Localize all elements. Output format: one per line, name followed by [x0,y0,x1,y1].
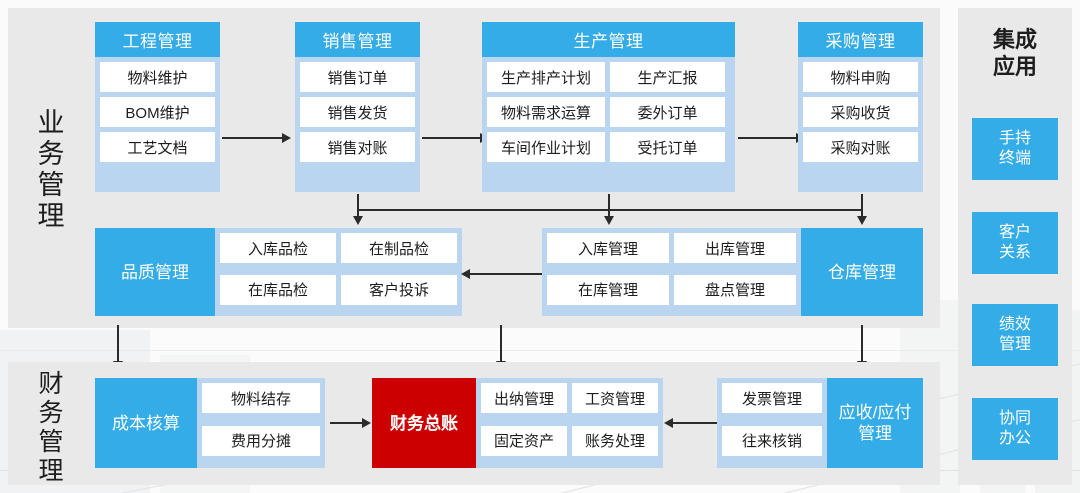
module-cost-title: 成本核算 [95,378,197,468]
module-sales-title: 销售管理 [295,22,420,57]
tile-sales-0[interactable]: 销售订单 [300,62,415,92]
drop-warehouse-to-receivable [861,325,863,363]
arrow-engineering-to-sales-head [282,133,291,143]
tile-production-4[interactable]: 车间作业计划 [487,132,605,162]
tile-purchasing-2[interactable]: 采购对账 [803,132,918,162]
module-ledger-title: 财务总账 [372,378,476,468]
finance-label-char-0: 财 [38,370,64,398]
tile-receivable-1[interactable]: 往来核销 [722,425,822,456]
finance-label-char-1: 务 [38,399,64,427]
arrow-cost-to-ledger-head [362,418,371,428]
bus-drop-production-head [604,216,614,225]
business-label-char-0: 业 [37,108,65,138]
module-receivable-title-line2: 管理 [858,424,892,443]
app-button-crm[interactable]: 客户 关系 [972,212,1058,274]
module-quality-title: 品质管理 [95,228,215,316]
tile-treasury-2[interactable]: 固定资产 [481,425,567,456]
arrow-receivable-to-ledger-head [664,418,673,428]
arrow-receivable-to-ledger-line [673,422,717,424]
app-button-collaboration[interactable]: 协同 办公 [972,398,1058,460]
tile-warehouse-3[interactable]: 盘点管理 [674,274,796,305]
tile-warehouse-1[interactable]: 出库管理 [674,233,796,263]
tile-production-1[interactable]: 生产汇报 [610,62,725,92]
app-button-handheld-terminal-line1: 手持 [998,130,1031,147]
bus-row1-to-row2 [357,209,862,211]
app-button-performance-line2: 管理 [998,336,1031,353]
drop-quality-to-cost [117,325,119,363]
app-button-collaboration-line1: 协同 [998,410,1031,427]
tile-treasury-1[interactable]: 工资管理 [572,383,658,413]
tile-engineering-2[interactable]: 工艺文档 [100,132,215,162]
module-purchasing[interactable]: 采购管理 物料申购 采购收货 采购对账 [798,22,923,192]
arrow-engineering-to-sales-line [222,137,282,139]
arrow-warehouse-to-quality-head [461,269,470,279]
tile-purchasing-1[interactable]: 采购收货 [803,97,918,127]
app-button-performance-line1: 绩效 [998,316,1031,333]
module-sales[interactable]: 销售管理 销售订单 销售发货 销售对账 [295,22,420,192]
tile-treasury-3[interactable]: 账务处理 [572,425,658,456]
module-receivable-title: 应收/应付 管理 [827,378,923,468]
arrow-sales-to-production-line [422,137,480,139]
arrow-warehouse-to-quality-line [470,273,542,275]
app-button-crm-line2: 关系 [998,244,1031,261]
business-label-char-1: 务 [37,139,65,169]
integrated-apps-title: 集成 应用 [974,26,1056,80]
app-button-handheld-terminal[interactable]: 手持 终端 [972,118,1058,180]
module-warehouse-title: 仓库管理 [801,228,923,316]
tile-cost-1[interactable]: 费用分摊 [202,425,320,456]
tile-cost-0[interactable]: 物料结存 [202,383,320,413]
app-button-collaboration-line2: 办公 [998,430,1031,447]
bus-drop-production [608,194,610,218]
tile-quality-0[interactable]: 入库品检 [220,233,336,263]
finance-label-char-3: 理 [38,457,64,485]
business-label-char-2: 管 [37,170,65,200]
module-receivable-title-line1: 应收/应付 [838,403,912,422]
tile-quality-2[interactable]: 在库品检 [220,274,336,305]
tile-sales-2[interactable]: 销售对账 [300,132,415,162]
tile-warehouse-2[interactable]: 在库管理 [547,274,669,305]
tile-sales-1[interactable]: 销售发货 [300,97,415,127]
bus-drop-purchasing [861,194,863,218]
app-button-crm-line1: 客户 [998,224,1031,241]
module-receivable[interactable]: 发票管理 往来核销 应收/应付 管理 [717,378,923,468]
tile-quality-3[interactable]: 客户投诉 [341,274,457,305]
module-engineering[interactable]: 工程管理 物料维护 BOM维护 工艺文档 [95,22,220,192]
tile-purchasing-0[interactable]: 物料申购 [803,62,918,92]
tile-quality-1[interactable]: 在制品检 [341,233,457,263]
tile-receivable-0[interactable]: 发票管理 [722,383,822,413]
module-engineering-title: 工程管理 [95,22,220,57]
tile-engineering-1[interactable]: BOM维护 [100,97,215,127]
module-warehouse[interactable]: 入库管理 出库管理 在库管理 盘点管理 仓库管理 [542,228,923,316]
tile-production-2[interactable]: 物料需求运算 [487,97,605,127]
module-production[interactable]: 生产管理 生产排产计划 生产汇报 物料需求运算 委外订单 车间作业计划 受托订单 [482,22,735,192]
module-cost[interactable]: 成本核算 物料结存 费用分摊 [95,378,325,468]
business-section-label: 业 务 管 理 [30,108,72,232]
finance-label-char-2: 管 [38,428,64,456]
module-purchasing-title: 采购管理 [798,22,923,57]
tile-production-3[interactable]: 委外订单 [610,97,725,127]
app-button-performance[interactable]: 绩效 管理 [972,304,1058,366]
tile-production-5[interactable]: 受托订单 [610,132,725,162]
module-ledger-group[interactable]: 财务总账 出纳管理 工资管理 固定资产 账务处理 [372,378,663,468]
business-label-char-3: 理 [37,201,65,231]
integrated-apps-title-line1: 集成 [992,27,1037,52]
app-button-handheld-terminal-line2: 终端 [998,150,1031,167]
bus-drop-purchasing-head [857,216,867,225]
arrow-production-to-purchasing-line [738,137,796,139]
bus-drop-sales-head [353,216,363,225]
finance-section-label: 财 务 管 理 [30,370,72,486]
arrow-cost-to-ledger-line [330,422,362,424]
integrated-apps-title-line2: 应用 [992,54,1037,79]
module-production-title: 生产管理 [482,22,735,57]
tile-treasury-0[interactable]: 出纳管理 [481,383,567,413]
drop-to-ledger [500,325,502,363]
tile-engineering-0[interactable]: 物料维护 [100,62,215,92]
tile-warehouse-0[interactable]: 入库管理 [547,233,669,263]
bus-drop-sales [357,194,359,218]
tile-production-0[interactable]: 生产排产计划 [487,62,605,92]
module-quality[interactable]: 品质管理 入库品检 在制品检 在库品检 客户投诉 [95,228,462,316]
